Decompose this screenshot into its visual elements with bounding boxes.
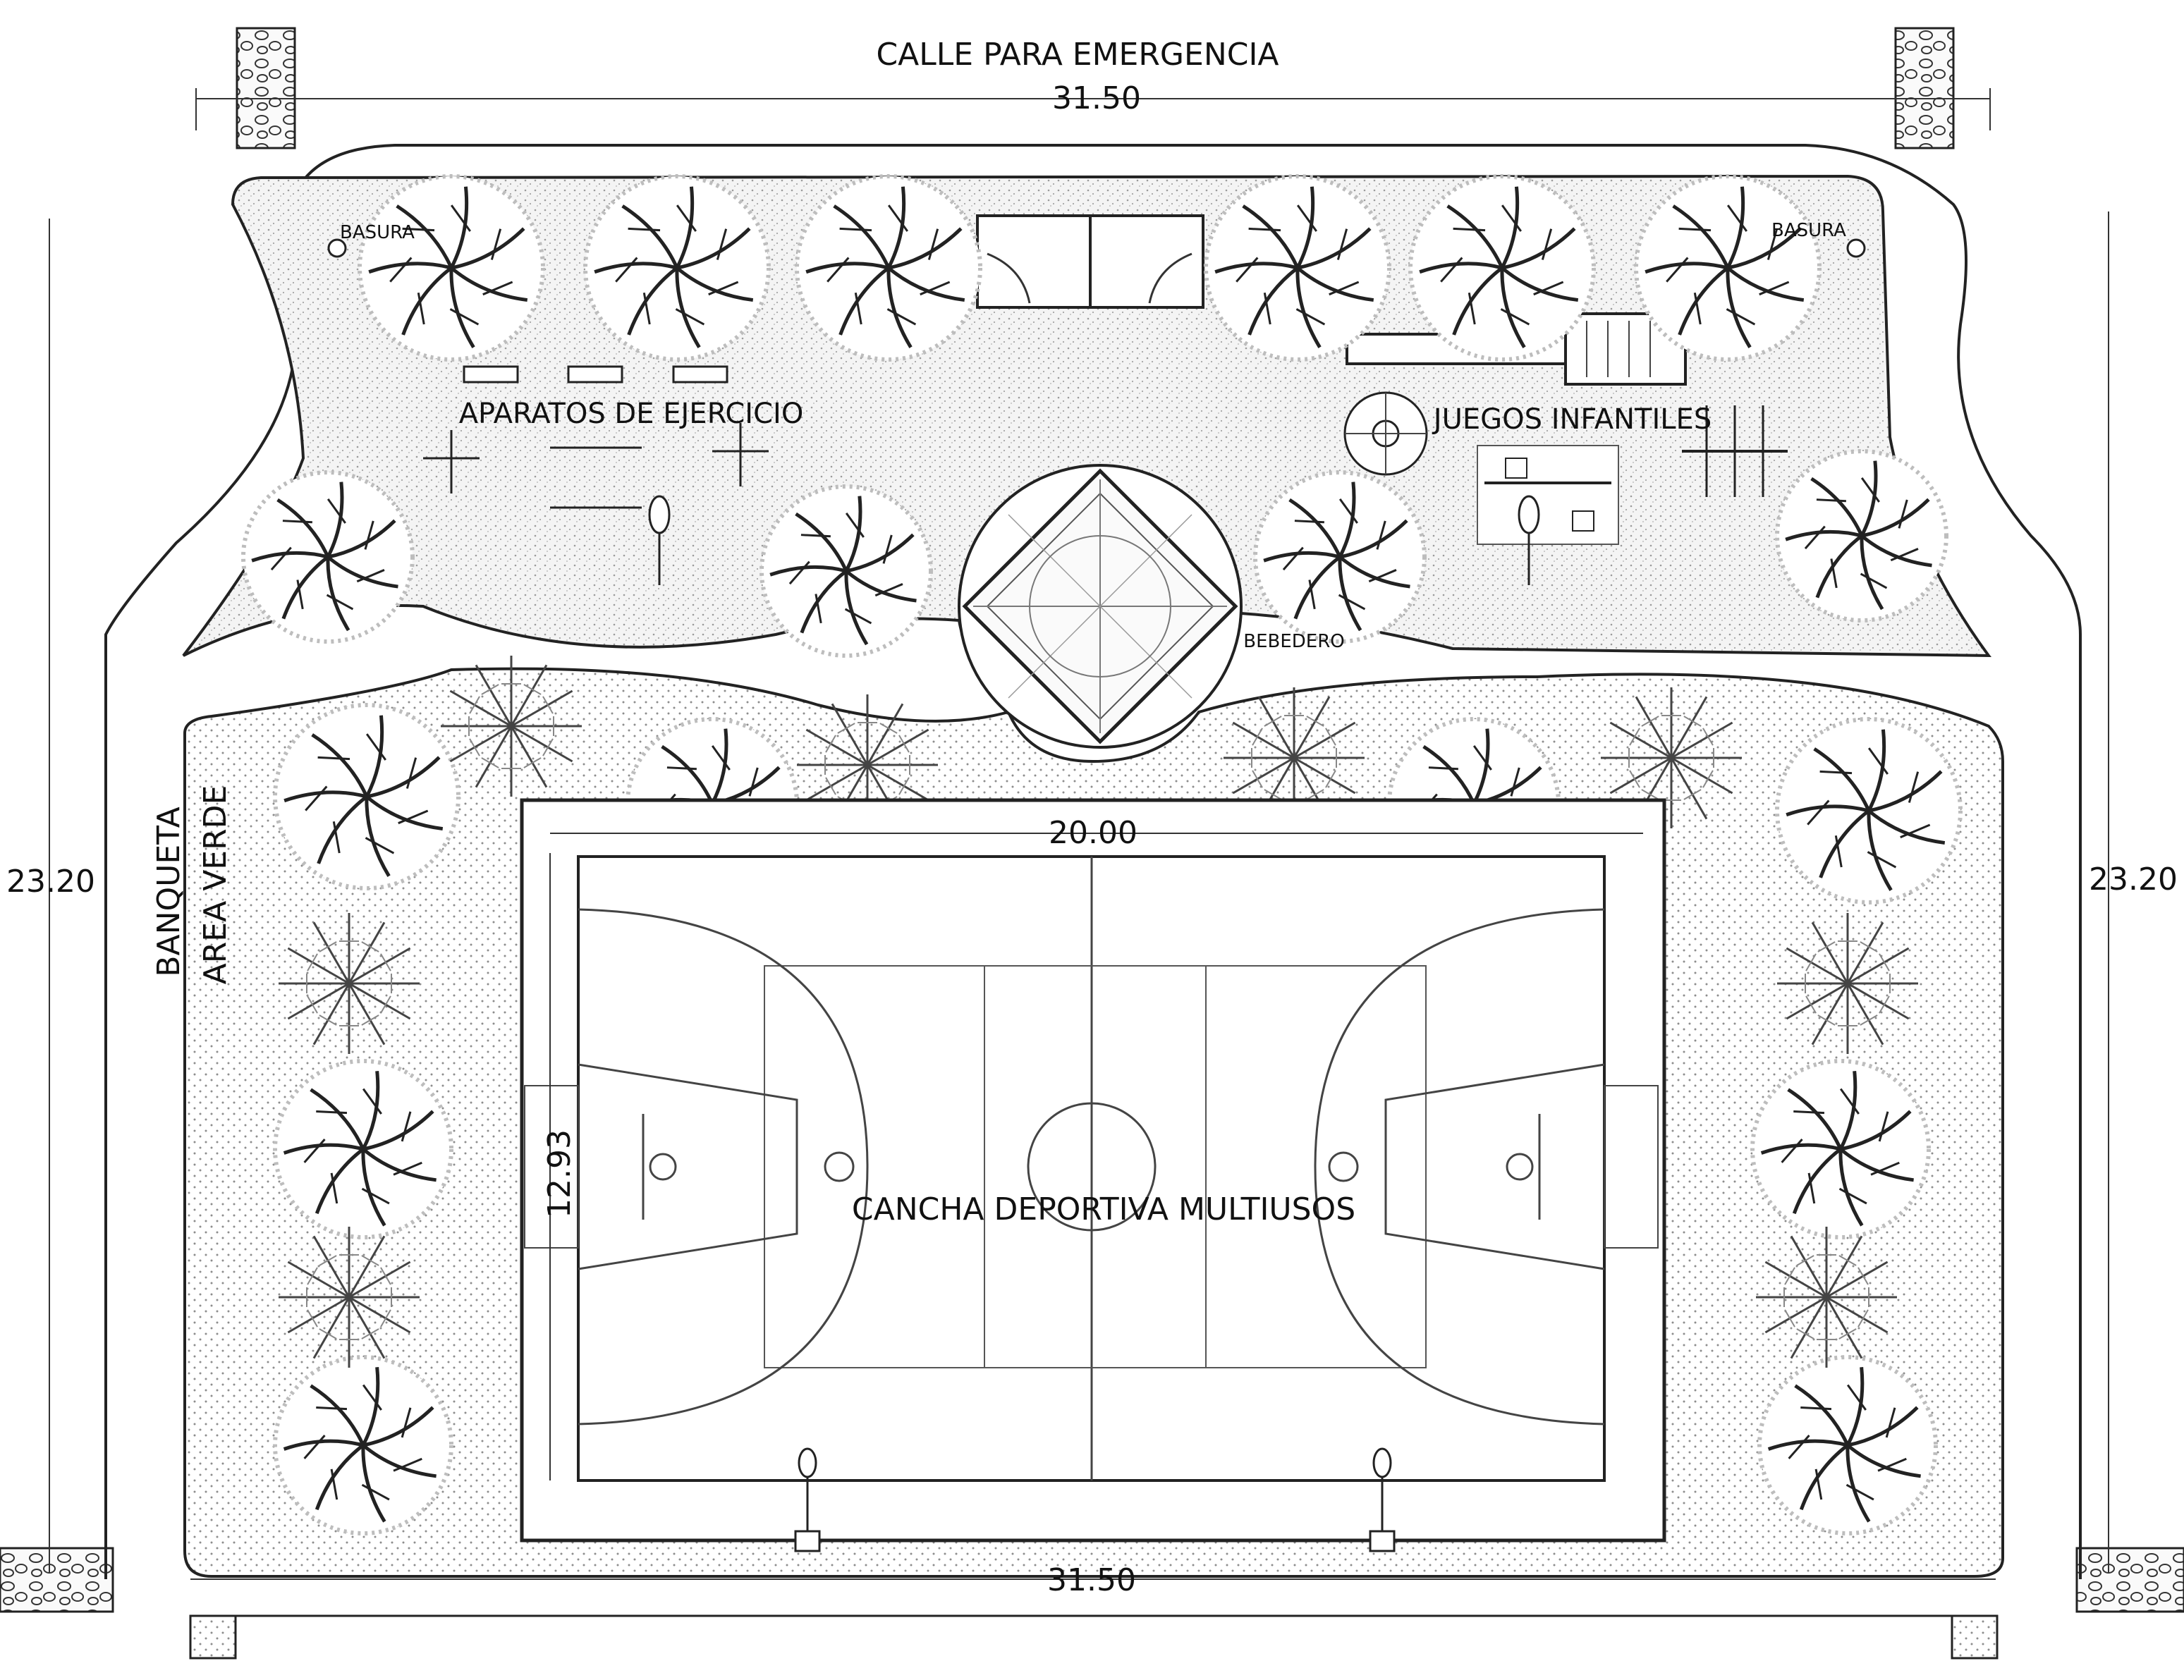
tree-icon [1775, 449, 1948, 623]
street-label: CALLE PARA EMERGENCIA [876, 37, 1279, 73]
entrance-gates [976, 214, 1204, 309]
tree-icon [1634, 174, 1822, 362]
trash-bin-left [327, 238, 347, 258]
court-width-label: 12.93 [542, 1129, 578, 1218]
tree-icon [1775, 717, 1963, 905]
tree-icon [273, 1355, 453, 1535]
trash-right-label: BASURA [1771, 220, 1846, 241]
palm-icon [279, 1227, 420, 1368]
dimension-bottom-label: 31.50 [1047, 1562, 1136, 1598]
trash-bin-right [1846, 238, 1866, 258]
palm-icon [1777, 913, 1918, 1054]
tree-icon [1757, 1355, 1938, 1535]
dimension-top [195, 88, 1991, 130]
plaza-lamps [648, 495, 1540, 585]
tree-icon [241, 470, 415, 644]
palm-icon [279, 913, 420, 1054]
court-lamps [794, 1447, 1396, 1552]
multipurpose-court [520, 798, 1666, 1543]
site-boundary [104, 144, 2082, 1579]
stone-wall-bottom-left [0, 1547, 114, 1613]
dimension-right-label: 23.20 [2089, 862, 2178, 897]
sidewalk-label: BANQUETA [151, 807, 187, 976]
tree-icon [583, 174, 771, 362]
monkey-bars [1682, 405, 1788, 497]
dimension-lines [49, 211, 2109, 1580]
fountain-label: BEBEDERO [1243, 631, 1345, 652]
stone-wall-top-right [1894, 27, 1955, 149]
tree-icon [795, 174, 982, 362]
dimension-top-label: 31.50 [1052, 80, 1141, 116]
tree-icon [1253, 470, 1427, 644]
palm-icon [1224, 687, 1365, 828]
palm-icon [1756, 1227, 1897, 1368]
tree-icon [1750, 1059, 1931, 1239]
tree-icon [1408, 174, 1596, 362]
bottom-curb [189, 1614, 1999, 1660]
stone-wall-bottom-right [2075, 1547, 2184, 1613]
green-area-label: AREA VERDE [197, 785, 233, 985]
tree-icon [273, 1059, 453, 1239]
palm-icon [1601, 687, 1742, 828]
playground-label: JUEGOS INFANTILES [1432, 403, 1712, 436]
stone-wall-top-left [236, 27, 296, 149]
merry-go-round [1343, 391, 1428, 476]
court-length-label: 20.00 [1049, 815, 1137, 851]
palm-icon [441, 656, 582, 797]
dimension-left-label: 23.20 [6, 864, 95, 900]
trash-left-label: BASURA [340, 222, 415, 243]
swing-set [1477, 445, 1619, 545]
tree-icon [358, 174, 545, 362]
exercise-equipment [423, 365, 769, 509]
tree-icon [759, 484, 933, 658]
court-label: CANCHA DEPORTIVA MULTIUSOS [852, 1191, 1355, 1227]
exercise-label: APARATOS DE EJERCICIO [459, 398, 804, 430]
central-plaza [958, 464, 1243, 749]
tree-icon [1204, 174, 1391, 362]
tree-icon [273, 703, 460, 890]
